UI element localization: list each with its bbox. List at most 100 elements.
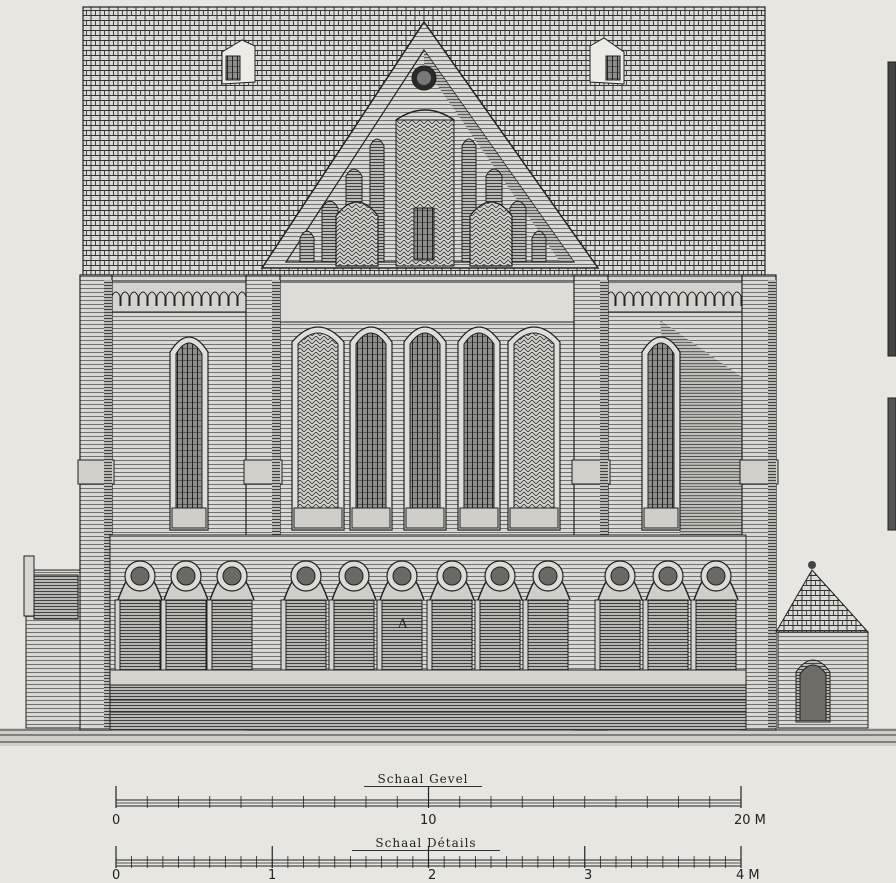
corbel-arch — [687, 291, 697, 306]
gable-niche — [321, 200, 339, 263]
corbel-arch — [615, 291, 625, 306]
rose-window-center — [344, 566, 364, 586]
arcade-panel — [119, 599, 161, 671]
window-sill — [351, 507, 391, 529]
scale-details-label-0: 0 — [112, 868, 121, 883]
corbel-arch — [723, 291, 733, 306]
arcade-base — [109, 669, 747, 686]
corbel-arch — [210, 291, 220, 306]
corbel-arch — [156, 291, 166, 306]
arcade-column — [594, 599, 601, 677]
rose-window-center — [706, 566, 726, 586]
adjacent-drawing-edge — [887, 61, 896, 357]
rose-window-center — [490, 566, 510, 586]
arcade-column — [206, 599, 213, 677]
blind-arch — [513, 332, 555, 527]
corbel-arch — [165, 291, 175, 306]
scale-facade-label-0: 0 — [112, 813, 121, 828]
arcade-column — [328, 599, 335, 677]
scale-details-label-4: 4 M — [736, 868, 760, 883]
rose-window-center — [130, 566, 150, 586]
buttress-shadow — [600, 280, 608, 728]
gable-stepped-arches — [299, 138, 547, 267]
rose-window-center — [442, 566, 462, 586]
corbel-arch — [705, 291, 715, 306]
corbel-arch — [633, 291, 643, 306]
buttress-shadow — [768, 280, 776, 728]
gable-large-arch — [335, 201, 379, 267]
window-sill — [459, 507, 499, 529]
upper-windows — [169, 326, 681, 531]
buttress-shadow — [272, 280, 280, 728]
arcade-column — [474, 599, 481, 677]
corbel-arch — [660, 291, 670, 306]
arcade-panel — [431, 599, 473, 671]
corbel-arch — [219, 291, 229, 306]
rose-window-center — [610, 566, 630, 586]
scale-facade-title: Schaal Gevel — [364, 772, 482, 787]
plinth — [109, 684, 747, 731]
scale-bar-details — [115, 846, 742, 868]
corbel-arch — [192, 291, 202, 306]
window-sill — [509, 507, 559, 529]
scale-details-label-1: 1 — [268, 868, 277, 883]
corbel-arch — [669, 291, 679, 306]
scale-facade-label-10: 10 — [420, 813, 437, 828]
corbel-arch — [228, 291, 238, 306]
blind-arch — [297, 332, 339, 527]
gable-niche — [299, 230, 315, 263]
arcade-column — [426, 599, 433, 677]
corbel-arch — [147, 291, 157, 306]
corbel-arch — [732, 291, 742, 306]
right-porch — [775, 561, 870, 729]
lancet-window — [409, 332, 441, 527]
window-sill — [405, 507, 445, 529]
arcade-column — [160, 599, 167, 677]
gable-niche — [509, 200, 527, 263]
arcade-panel — [479, 599, 521, 671]
corbel-arch — [678, 291, 688, 306]
lancet-window — [647, 342, 675, 527]
lancet-window — [175, 342, 203, 527]
corbel-arch — [624, 291, 634, 306]
window-sill — [171, 507, 207, 529]
buttresses — [77, 274, 779, 731]
arcade-column — [280, 599, 287, 677]
door-letter: A — [397, 617, 408, 632]
dormer-left — [221, 39, 256, 85]
rose-window-center — [222, 566, 242, 586]
rose-window-center — [176, 566, 196, 586]
arcade-panel — [599, 599, 641, 671]
corbel-arch — [651, 291, 661, 306]
rose-window-center — [538, 566, 558, 586]
rose-window-center — [392, 566, 412, 586]
corbel-cornice-left — [111, 291, 256, 306]
arcade-panel — [211, 599, 253, 671]
gable-niche — [531, 230, 547, 263]
corbel-arch — [183, 291, 193, 306]
rose-arcade — [109, 560, 747, 686]
arcade-column — [690, 599, 697, 677]
scale-details-title: Schaal Détails — [352, 836, 500, 851]
arcade-column — [522, 599, 529, 677]
arcade-panel — [333, 599, 375, 671]
window-sill — [643, 507, 679, 529]
scale-bar-facade — [115, 786, 742, 808]
gable-large-arch — [469, 201, 513, 267]
rose-window-center — [296, 566, 316, 586]
arcade-panel — [165, 599, 207, 671]
scale-details-label-2: 2 — [428, 868, 437, 883]
arcade-panel — [695, 599, 737, 671]
corbel-arch — [714, 291, 724, 306]
lancet-window — [463, 332, 495, 527]
scale-details-label-3: 3 — [584, 868, 593, 883]
corbel-arch — [696, 291, 706, 306]
corbel-arch — [120, 291, 130, 306]
scale-facade-label-20: 20 M — [734, 813, 766, 828]
window-sill — [293, 507, 343, 529]
lancet-window — [355, 332, 387, 527]
corbel-arch — [138, 291, 148, 306]
buttress-shadow — [104, 280, 112, 728]
